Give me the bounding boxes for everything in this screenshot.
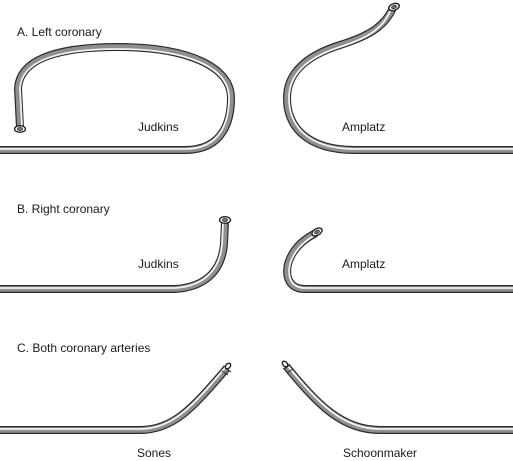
- schoonmaker-catheter: [281, 360, 513, 434]
- section-c-left-label: Sones: [137, 446, 171, 460]
- section-c-title: C. Both coronary arteries: [17, 341, 150, 355]
- judkins-right-catheter: [0, 215, 232, 293]
- section-b-left-label: Judkins: [138, 257, 179, 271]
- section-c-right-label: Schoonmaker: [343, 446, 417, 460]
- section-b-right-label: Amplatz: [342, 257, 385, 271]
- section-a-right-label: Amplatz: [342, 120, 385, 134]
- sones-catheter: [0, 362, 232, 434]
- judkins-left-catheter: [0, 43, 235, 154]
- amplatz-right-catheter: [283, 227, 513, 293]
- section-b-title: B. Right coronary: [17, 202, 110, 216]
- amplatz-left-catheter: [283, 2, 513, 154]
- section-a-left-label: Judkins: [138, 120, 179, 134]
- section-a-title: A. Left coronary: [17, 25, 102, 39]
